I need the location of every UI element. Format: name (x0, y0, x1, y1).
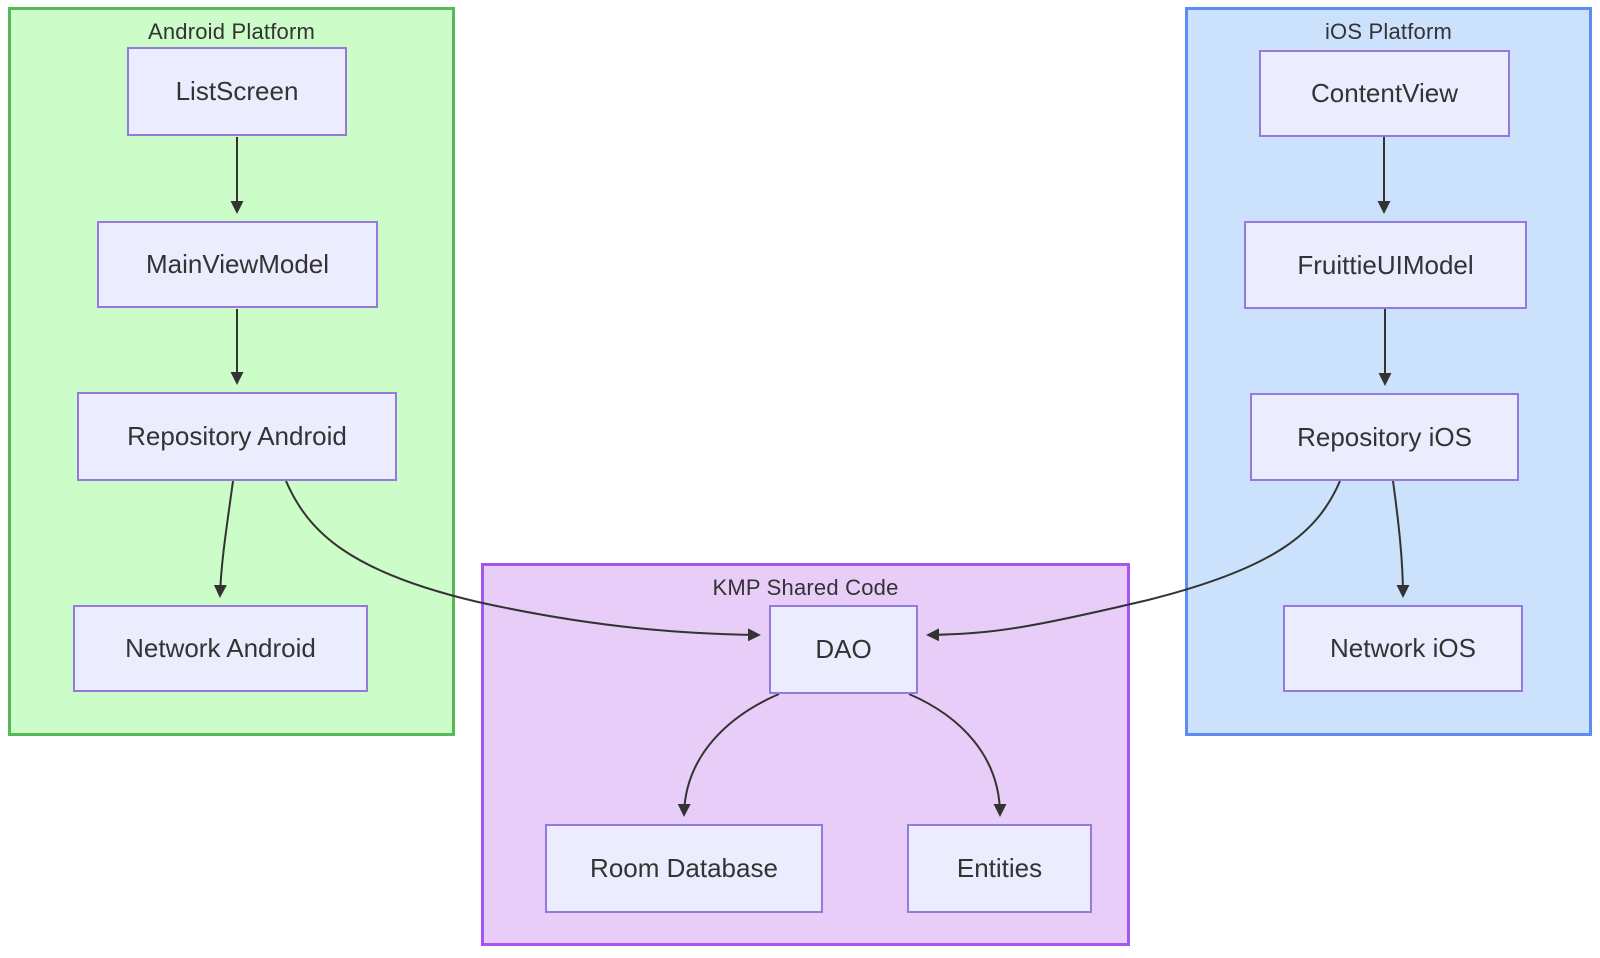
node-contentview-label: ContentView (1311, 78, 1458, 108)
node-network-ios-label: Network iOS (1330, 633, 1476, 663)
node-network-android-label: Network Android (125, 633, 316, 663)
node-fruittieuimodel-label: FruittieUIModel (1297, 249, 1474, 280)
node-dao: DAO (769, 605, 918, 694)
node-entities: Entities (907, 824, 1092, 913)
node-repository-android: Repository Android (77, 392, 397, 481)
group-title-ios: iOS Platform (1324, 19, 1453, 44)
group-title-kmp: KMP Shared Code (712, 575, 899, 600)
node-room-database-label: Room Database (590, 853, 778, 883)
node-mainviewmodel: MainViewModel (97, 221, 378, 308)
node-contentview: ContentView (1259, 50, 1510, 137)
node-network-android: Network Android (73, 605, 368, 692)
node-repository-android-label: Repository Android (127, 421, 347, 451)
node-listscreen-label: ListScreen (175, 76, 299, 106)
node-fruittieuimodel: FruittieUIModel (1244, 221, 1527, 309)
node-listscreen: ListScreen (127, 47, 347, 136)
node-room-database: Room Database (545, 824, 823, 913)
node-repository-ios: Repository iOS (1250, 393, 1519, 481)
node-dao-label: DAO (815, 634, 872, 664)
node-repository-ios-label: Repository iOS (1297, 421, 1472, 452)
group-title-android: Android Platform (147, 19, 316, 44)
node-mainviewmodel-label: MainViewModel (145, 249, 330, 279)
node-network-ios: Network iOS (1283, 605, 1523, 692)
node-entities-label: Entities (956, 853, 1043, 883)
